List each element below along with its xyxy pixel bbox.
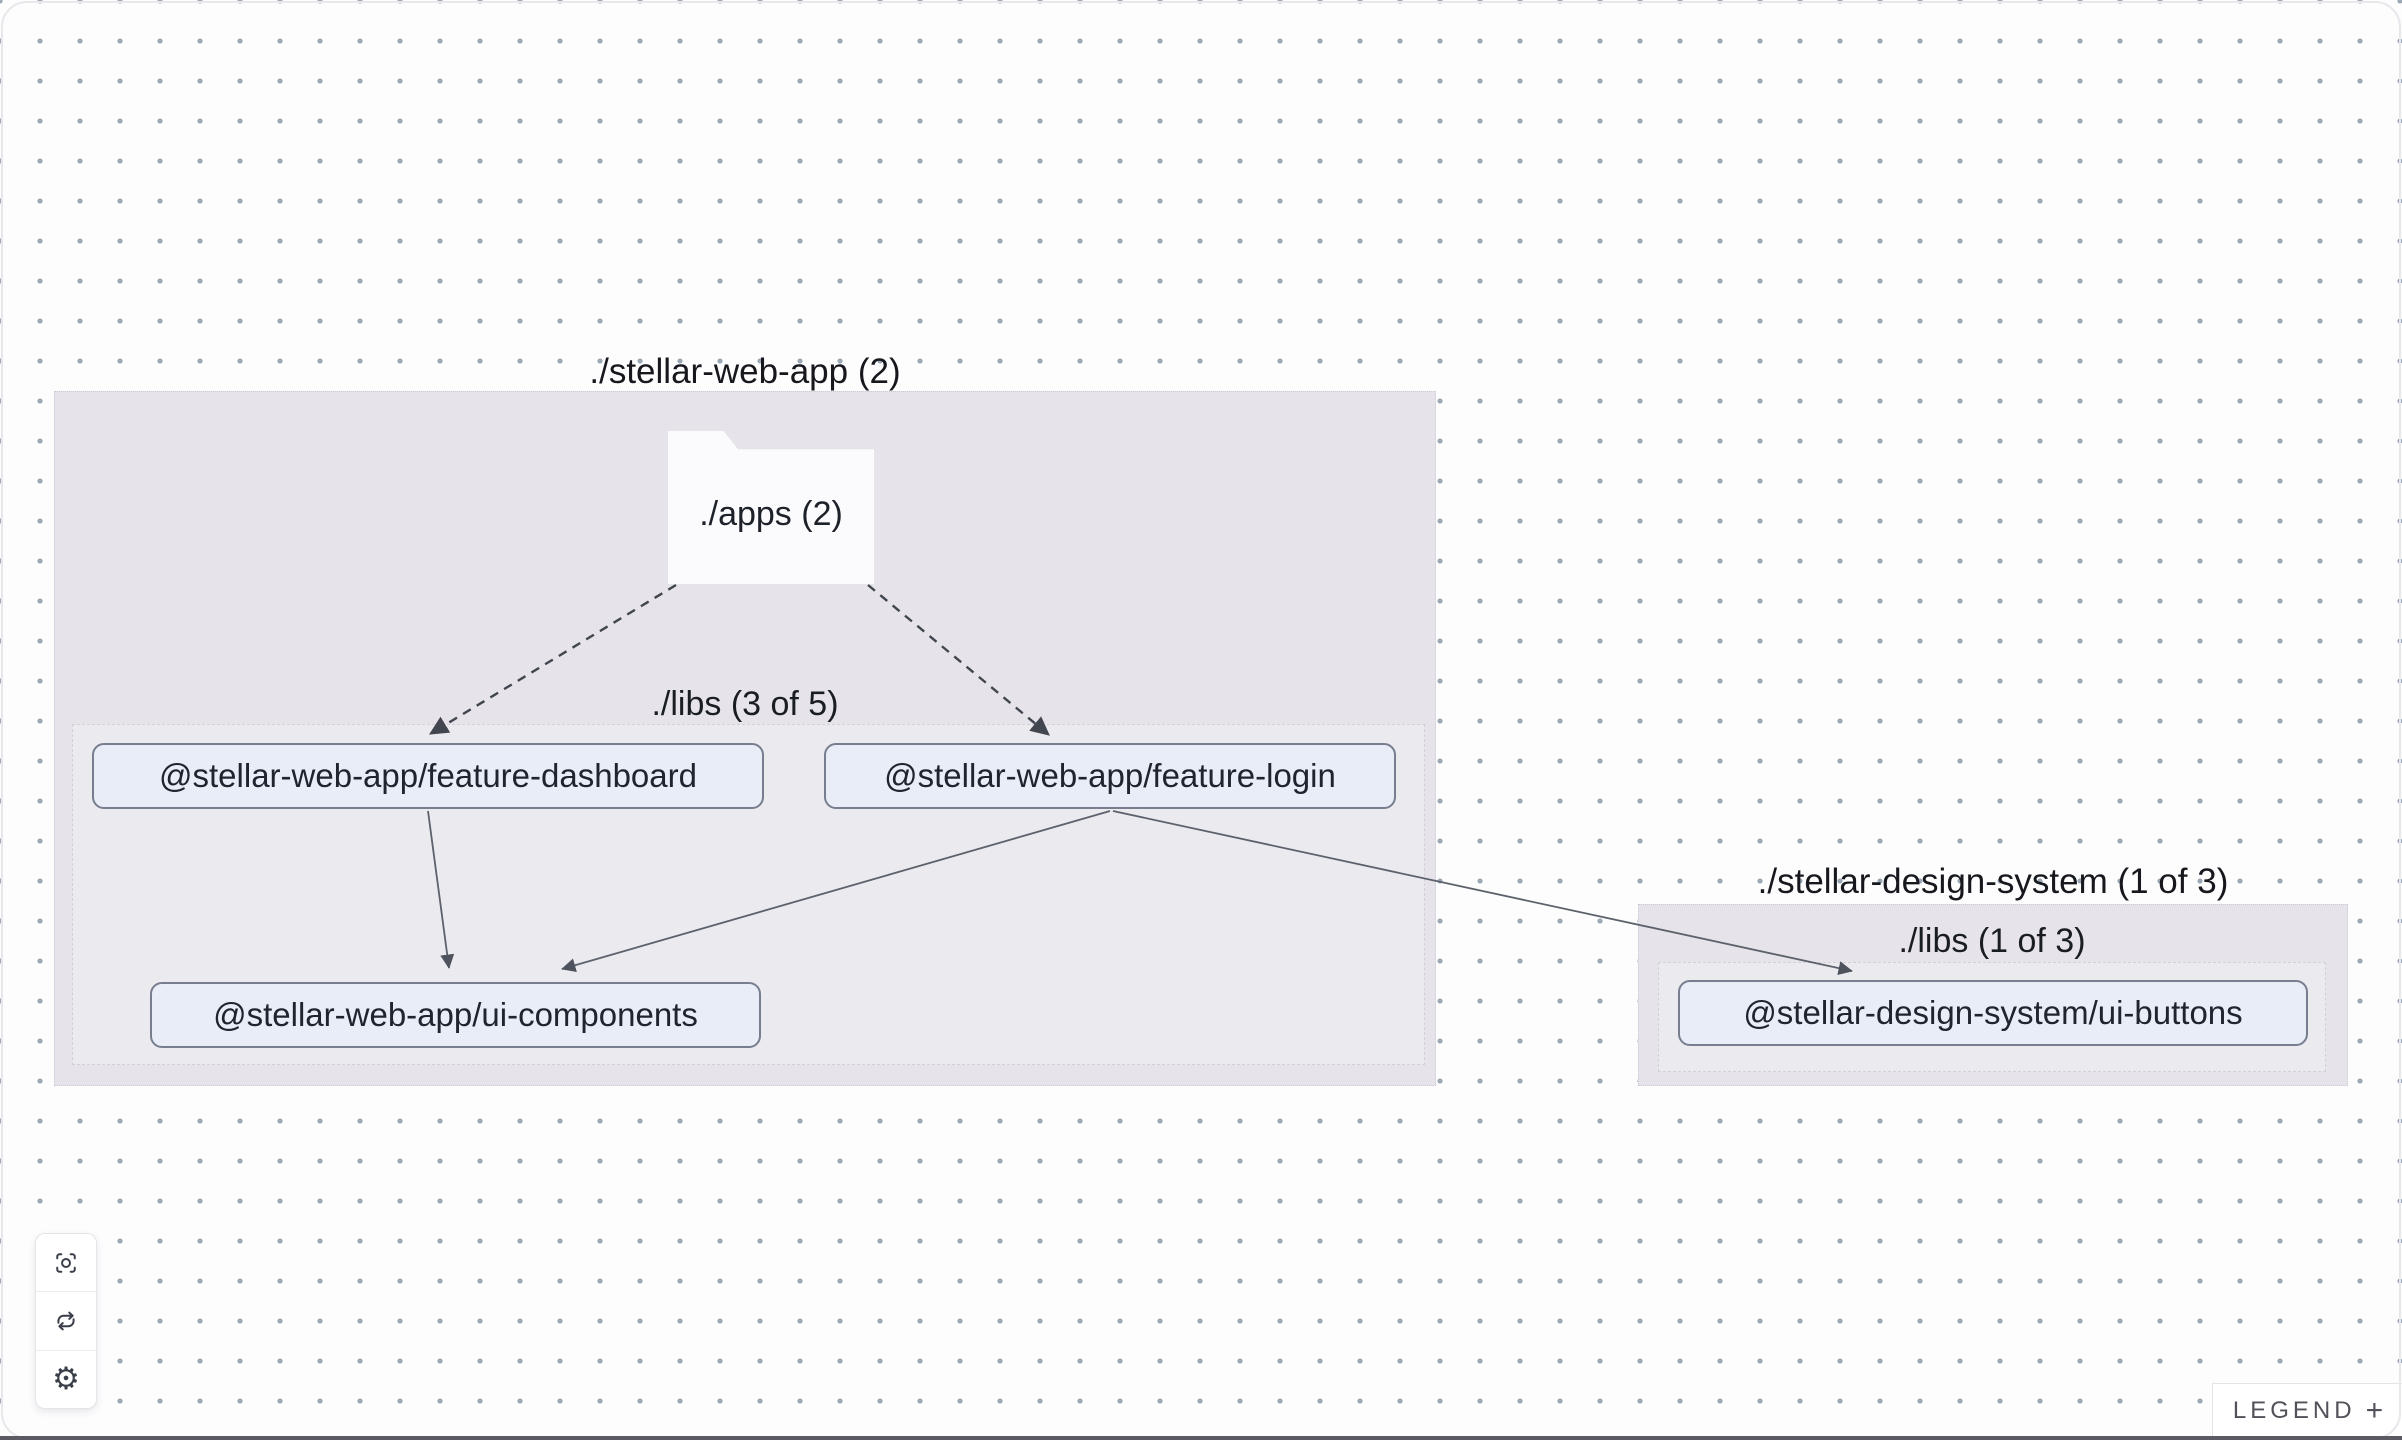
group-label-stellar-web-app: ./stellar-web-app (2) bbox=[589, 352, 901, 391]
gear-icon: ⚙ bbox=[52, 1360, 80, 1397]
folder-node-label: ./apps (2) bbox=[699, 495, 843, 533]
focus-icon bbox=[56, 1252, 76, 1273]
plus-icon: + bbox=[2365, 1393, 2384, 1427]
project-node-ui-buttons[interactable]: @stellar-design-system/ui-buttons bbox=[1678, 980, 2308, 1046]
refresh-button[interactable] bbox=[36, 1291, 96, 1350]
project-node-label: @stellar-web-app/feature-dashboard bbox=[159, 757, 697, 794]
folder-node-apps[interactable]: ./apps (2) bbox=[668, 431, 874, 584]
project-node-label: @stellar-web-app/feature-login bbox=[884, 757, 1336, 794]
legend-label: LEGEND bbox=[2232, 1396, 2356, 1424]
subgroup-label-design-libs: ./libs (1 of 3) bbox=[1898, 922, 2086, 960]
group-label-stellar-design-system: ./stellar-design-system (1 of 3) bbox=[1757, 862, 2229, 901]
project-node-label: @stellar-web-app/ui-components bbox=[213, 996, 698, 1033]
project-node-feature-dashboard[interactable]: @stellar-web-app/feature-dashboard bbox=[92, 743, 764, 809]
project-node-ui-components[interactable]: @stellar-web-app/ui-components bbox=[150, 982, 761, 1048]
subgroup-label-webapp-libs: ./libs (3 of 5) bbox=[651, 685, 839, 723]
bottom-edge-bar bbox=[0, 1436, 2402, 1440]
settings-button[interactable]: ⚙ bbox=[36, 1349, 96, 1408]
project-node-label: @stellar-design-system/ui-buttons bbox=[1743, 994, 2243, 1031]
refresh-icon bbox=[57, 1311, 75, 1331]
legend-toggle[interactable]: LEGEND + bbox=[2212, 1383, 2402, 1437]
canvas-control-rail: ⚙ bbox=[35, 1233, 97, 1409]
project-node-feature-login[interactable]: @stellar-web-app/feature-login bbox=[824, 743, 1396, 809]
focus-button[interactable] bbox=[36, 1234, 96, 1292]
